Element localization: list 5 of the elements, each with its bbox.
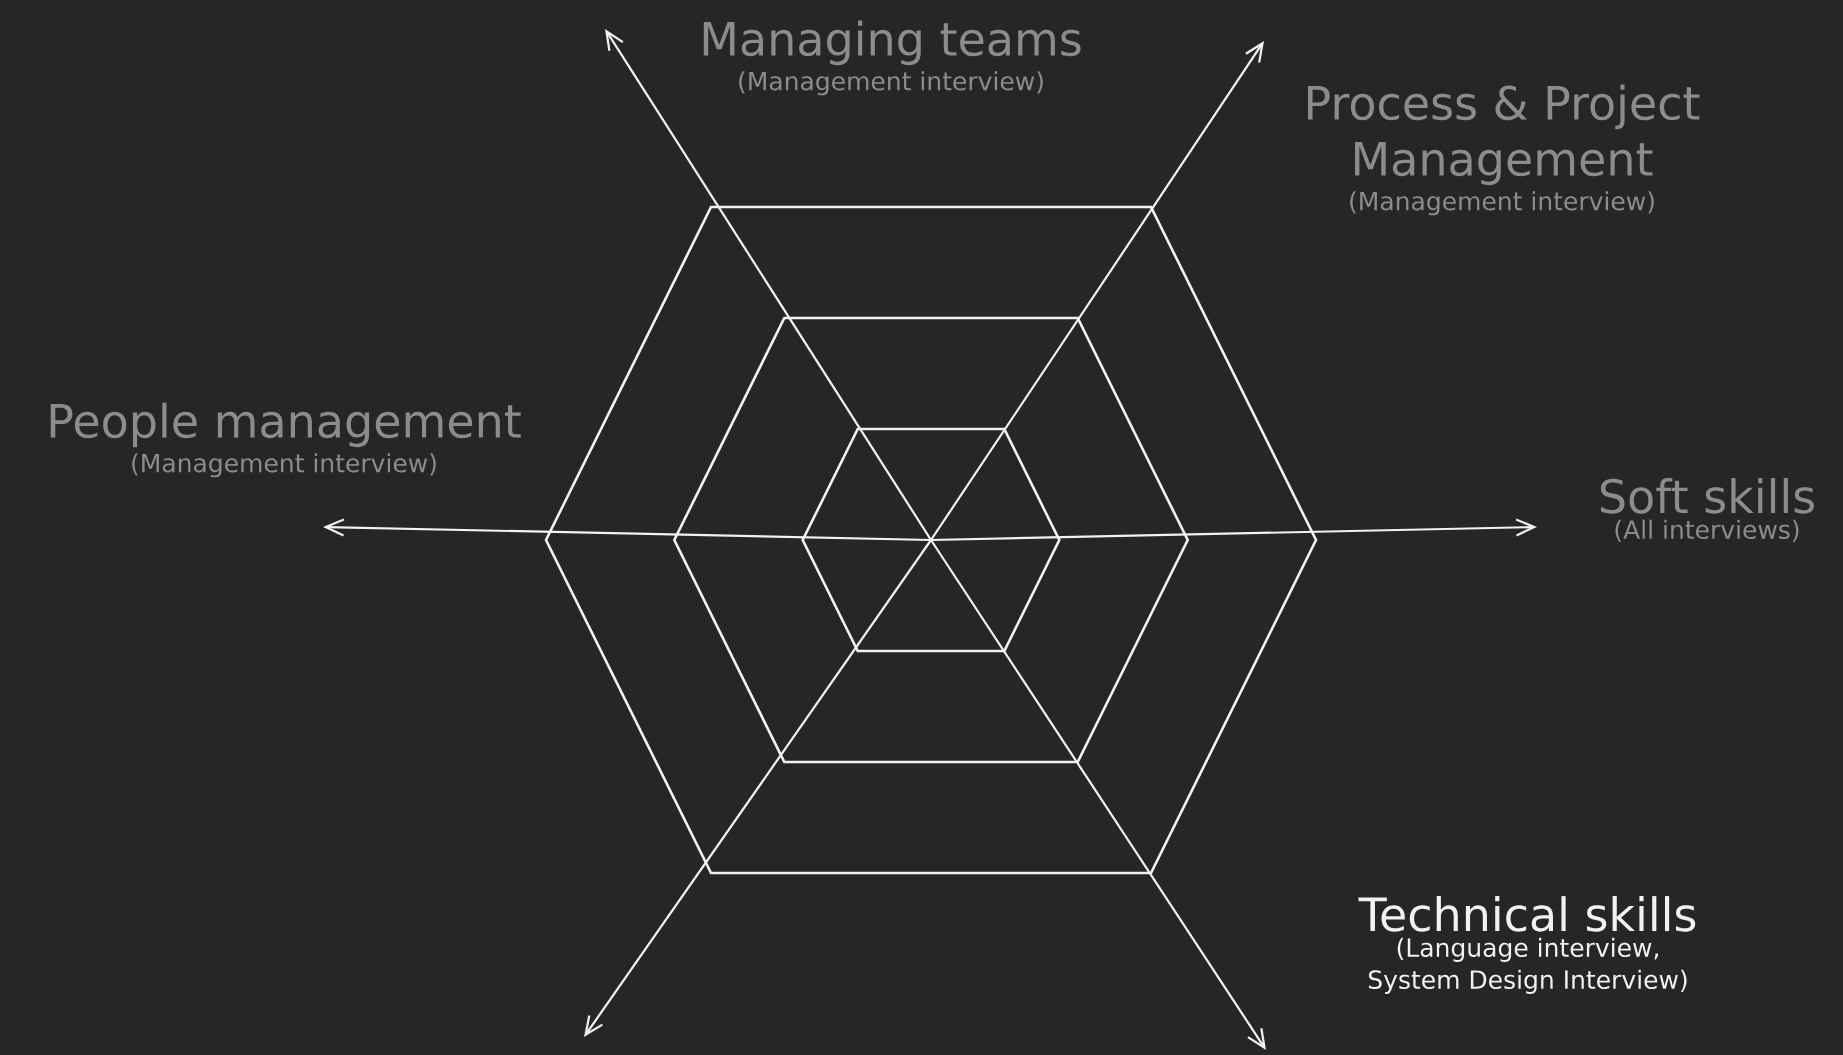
axis-label: Soft skills (All interviews)	[1600, 478, 1814, 542]
axis-label: Technical skills (Language interview, System Design Interview)	[1358, 896, 1696, 994]
axis-label: People management (Management interview)	[50, 402, 521, 478]
axis-label: Managing teams (Management interview)	[703, 20, 1081, 96]
axis-label: Process & Project Management (Management interview)	[1308, 84, 1700, 216]
